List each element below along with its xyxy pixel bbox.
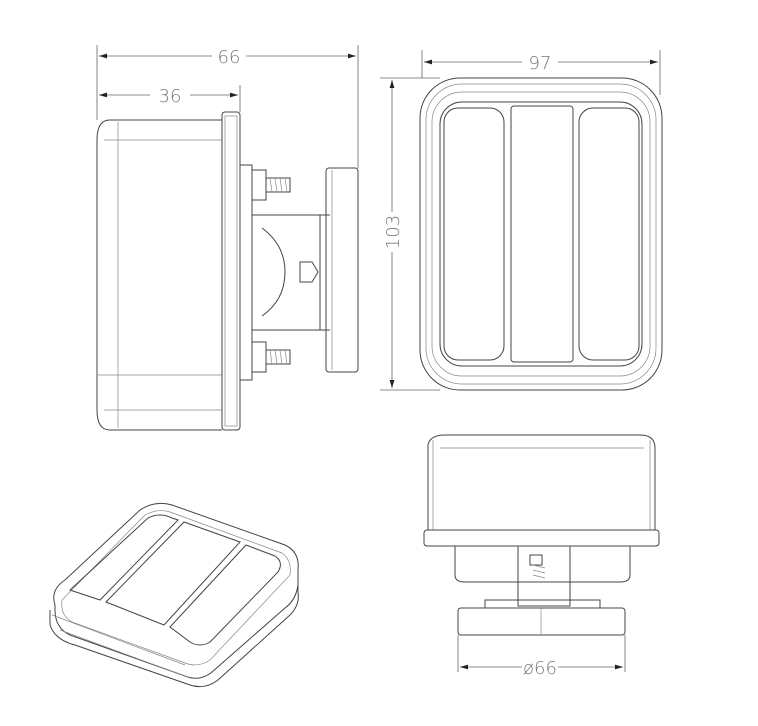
dim-97: 97	[529, 53, 552, 74]
dim-diameter-66: ø66	[523, 658, 557, 679]
dim-36: 36	[159, 86, 182, 107]
dim-66: 66	[218, 47, 241, 68]
bolt-top	[251, 169, 291, 201]
bolt-bottom	[251, 341, 291, 373]
elevation-view: ø66	[423, 434, 660, 679]
front-view: 97 103	[380, 50, 663, 391]
isometric-view	[49, 502, 299, 688]
dim-103: 103	[383, 215, 404, 249]
side-view: 66 36	[96, 45, 359, 431]
